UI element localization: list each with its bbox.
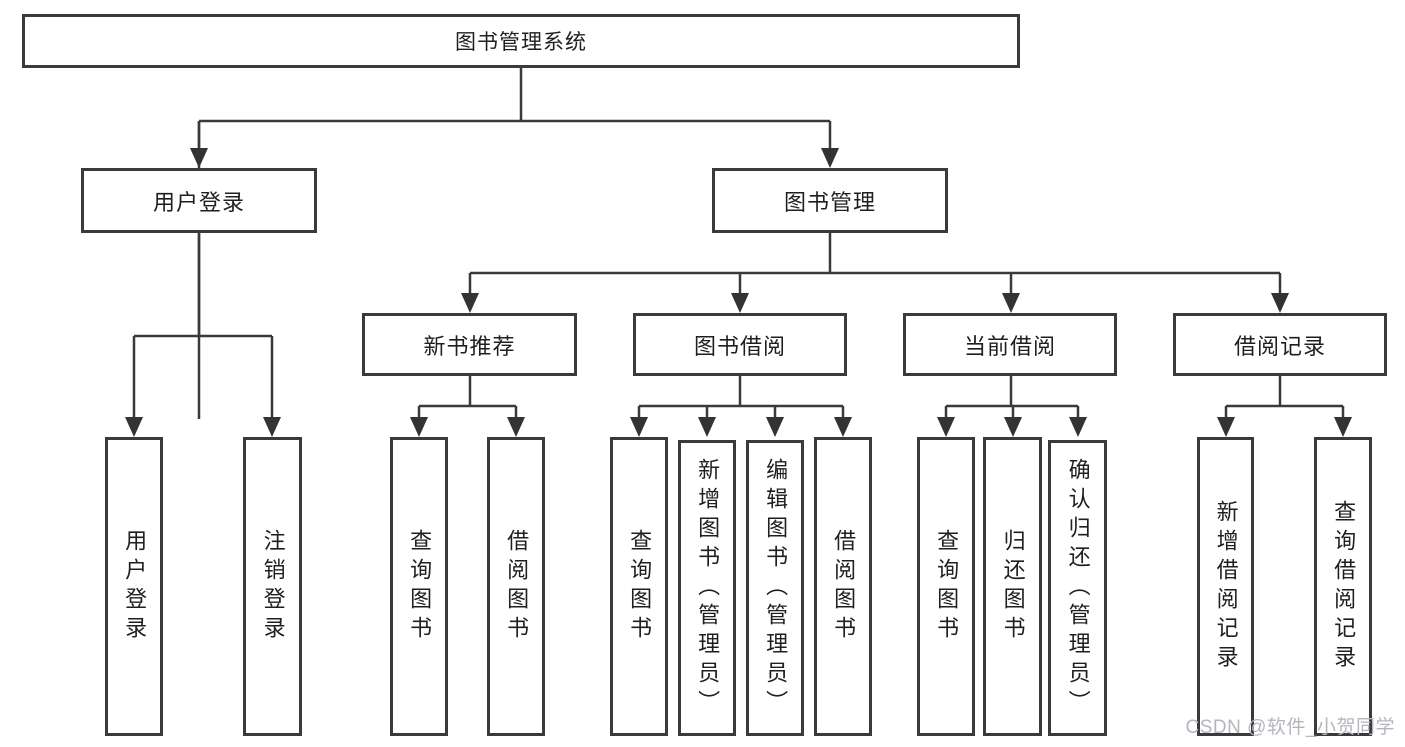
leaf-add-books-admin: 新增图书（管理员）: [678, 440, 736, 736]
leaf-logout: 注销登录: [243, 437, 302, 736]
node-book-borrow: 图书借阅: [633, 313, 847, 376]
node-root: 图书管理系统: [22, 14, 1020, 68]
leaf-query-books: 查询图书: [390, 437, 448, 736]
node-current-borrow: 当前借阅: [903, 313, 1117, 376]
leaf-borrow-books: 借阅图书: [487, 437, 545, 736]
watermark: CSDN @软件_小贺同学: [1185, 717, 1395, 738]
node-borrow-records: 借阅记录: [1173, 313, 1387, 376]
leaf-query-books: 查询图书: [610, 437, 668, 736]
leaf-query-books: 查询图书: [917, 437, 975, 736]
leaf-borrow-books: 借阅图书: [814, 437, 872, 736]
leaf-query-borrow-record: 查询借阅记录: [1314, 437, 1372, 736]
leaf-add-borrow-record: 新增借阅记录: [1197, 437, 1254, 736]
arrowheads: [125, 148, 1352, 437]
leaf-edit-books-admin: 编辑图书（管理员）: [746, 440, 804, 736]
leaf-confirm-return-admin: 确认归还（管理员）: [1048, 440, 1107, 736]
node-new-book-recommend: 新书推荐: [362, 313, 577, 376]
node-book-management: 图书管理: [712, 168, 948, 233]
node-user-login: 用户登录: [81, 168, 317, 233]
leaf-return-books: 归还图书: [983, 437, 1042, 736]
leaf-user-login: 用户登录: [105, 437, 163, 736]
